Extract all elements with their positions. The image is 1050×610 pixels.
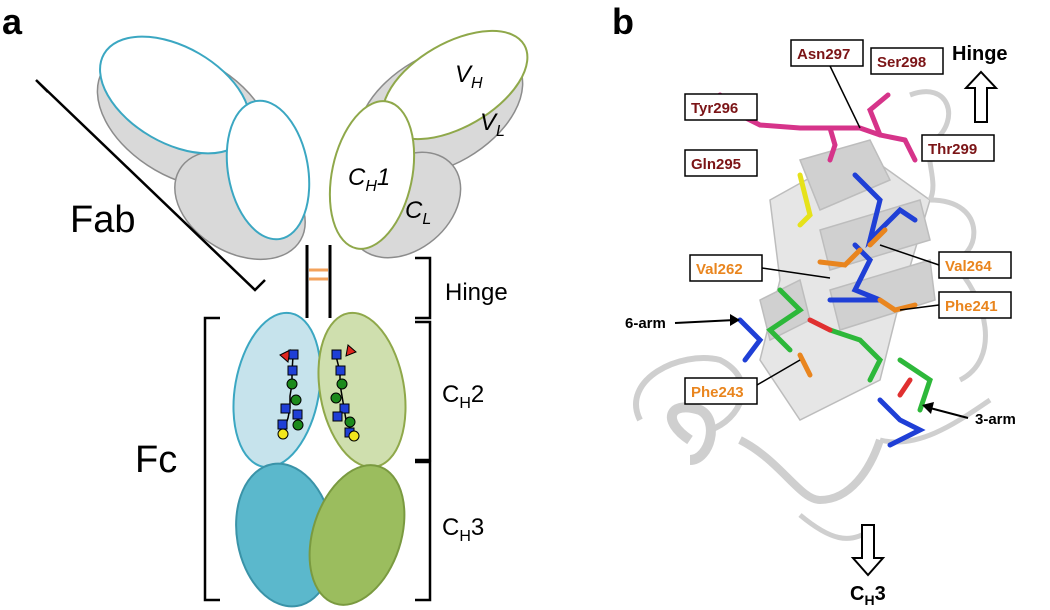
residue-thr299: Thr299 [928, 141, 977, 158]
glcnac-icon [280, 403, 291, 414]
galactose-icon [277, 428, 289, 440]
glycan-right [330, 344, 360, 442]
glycan-left [277, 349, 304, 440]
mannose-icon [292, 419, 304, 431]
panel-b-label: b [612, 1, 634, 42]
mannose-icon [344, 416, 356, 428]
ch2-label: CH2 [442, 381, 484, 412]
arm-3-arrow [929, 407, 969, 419]
vl-label: VL [480, 109, 505, 140]
residue-ser298: Ser298 [877, 54, 926, 71]
residue-val264: Val264 [945, 258, 992, 275]
residue-asn297: Asn297 [797, 46, 850, 63]
fab-bracket [35, 79, 266, 292]
cl-label: CL [405, 197, 431, 228]
glcnac-icon [331, 349, 342, 360]
galactose-icon [348, 430, 360, 442]
fab-label: Fab [70, 199, 135, 241]
arm-6-label: 6-arm [625, 315, 666, 332]
residue-val262: Val262 [696, 261, 743, 278]
glcnac-icon [339, 403, 350, 414]
mannose-icon [336, 378, 348, 390]
fc-ch2-right-domain [317, 311, 407, 469]
ch1-label: CH1 [348, 164, 390, 195]
glycan-sticks [737, 172, 933, 448]
down-arrow-icon [850, 524, 886, 577]
glcnac-icon [335, 365, 346, 376]
ch3-bracket [415, 460, 432, 602]
hinge-direction-label: Hinge [952, 43, 1008, 65]
glcnac-icon [277, 419, 288, 430]
arm-3-label: 3-arm [975, 411, 1016, 428]
fc-ch3-right-domain [308, 464, 406, 606]
fab-right-ch1-domain [328, 100, 416, 250]
residue-labels-dark: Asn297 Ser298 Tyr296 Gln295 Thr299 [684, 39, 995, 177]
glcnac-icon [287, 365, 298, 376]
mannose-icon [330, 392, 342, 404]
residue-phe243: Phe243 [691, 384, 744, 401]
fc-bracket [203, 316, 220, 602]
fab-left-arm [96, 35, 311, 261]
residue-labels-orange: Val262 Val264 Phe241 Phe243 [684, 244, 1012, 405]
glcnac-icon [332, 411, 343, 422]
hinge-bracket [415, 256, 432, 320]
fab-right-arm: VH VL CH1 CL [328, 29, 529, 259]
residue-tyr296: Tyr296 [691, 100, 738, 117]
residue-phe241: Phe241 [945, 298, 998, 315]
fab-left-ch1-domain [225, 99, 311, 241]
panel-a: a VH VL CH1 CL Fab [2, 1, 529, 608]
fc-ch2-left-domain [232, 311, 322, 469]
arrow-head-icon [922, 402, 934, 414]
fucose-icon [345, 344, 357, 357]
arrow-head-icon [730, 314, 740, 326]
glcnac-icon [288, 349, 299, 360]
hinge-label: Hinge [445, 279, 508, 306]
arm-6-arrow [674, 319, 736, 324]
mannose-icon [286, 378, 298, 390]
panel-a-label: a [2, 1, 23, 42]
mannose-icon [290, 394, 302, 406]
panel-b: b [612, 1, 1016, 608]
up-arrow-icon [963, 70, 999, 123]
residue-gln295: Gln295 [691, 156, 741, 173]
ch3-label: CH3 [442, 514, 484, 545]
glcnac-icon [292, 409, 303, 420]
ch2-bracket [415, 320, 432, 462]
ch3-direction-label: CH3 [850, 583, 886, 608]
fc-label: Fc [135, 439, 177, 481]
vh-label: VH [455, 61, 483, 92]
